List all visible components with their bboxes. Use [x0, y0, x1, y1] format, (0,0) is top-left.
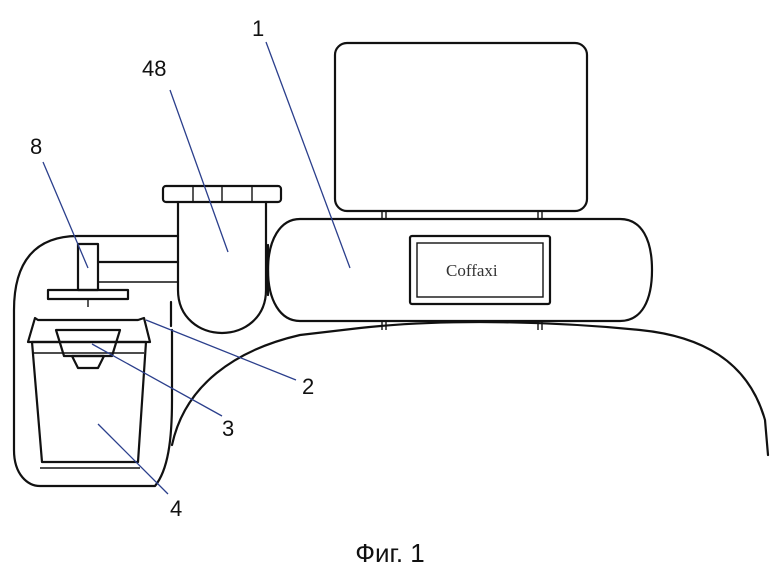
- feed-plate: [48, 290, 128, 299]
- leader-lines: [43, 42, 350, 494]
- label-4: 4: [170, 496, 182, 521]
- nozzle-cap-segments: [193, 186, 252, 202]
- label-48: 48: [142, 56, 166, 81]
- figure-caption: Фиг. 1: [0, 538, 780, 569]
- label-1: 1: [252, 16, 264, 41]
- leader-8: [43, 162, 88, 268]
- cup-holder-housing: [14, 236, 178, 486]
- capsule-tip: [72, 356, 104, 368]
- headrest-cushion: [335, 43, 587, 211]
- label-2: 2: [302, 374, 314, 399]
- label-8: 8: [30, 134, 42, 159]
- leader-3: [92, 344, 222, 416]
- leader-2: [146, 320, 296, 380]
- seat-backrest: [172, 322, 768, 455]
- nozzle-body: [178, 202, 266, 333]
- cup-body: [32, 342, 146, 462]
- logo-text: Coffaxi: [446, 261, 498, 280]
- leader-1: [266, 42, 350, 268]
- leader-4: [98, 424, 168, 494]
- label-3: 3: [222, 416, 234, 441]
